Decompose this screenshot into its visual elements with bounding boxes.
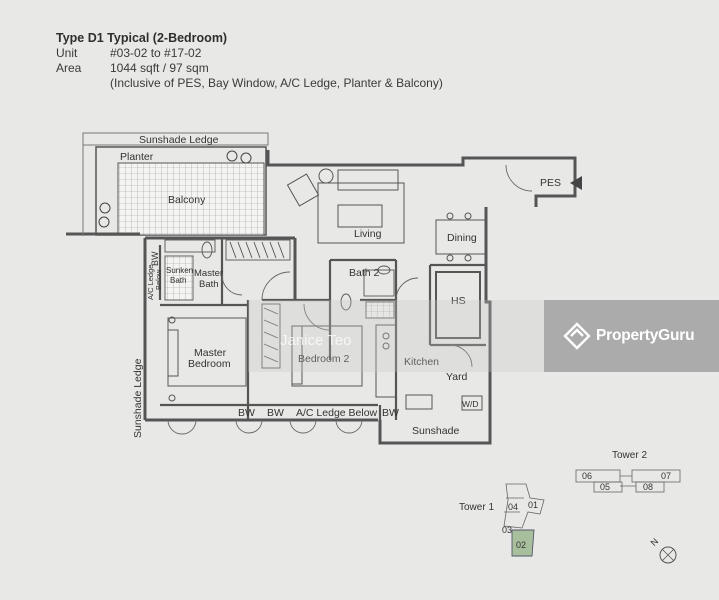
highlight-unit-02 <box>511 529 535 557</box>
label-sunshade-ledge-left: Sunshade Ledge <box>132 358 144 438</box>
label-balcony: Balcony <box>168 194 206 206</box>
label-hs: HS <box>451 295 466 307</box>
bed-icon <box>167 316 363 402</box>
label-dining: Dining <box>447 232 477 244</box>
keyplan-unit-03: 03 <box>502 525 512 535</box>
watermark-band <box>248 300 544 372</box>
label-sunken-bath: Bath <box>170 276 186 285</box>
keyplan-unit-01: 01 <box>528 500 538 510</box>
label-master-bedroom-b: Bedroom <box>188 358 231 370</box>
wardrobe-icon <box>225 239 291 369</box>
label-wd: W/D <box>462 399 479 409</box>
label-kitchen: Kitchen <box>404 356 439 368</box>
label-sunshade-ledge-top: Sunshade Ledge <box>139 134 219 146</box>
label-master-bedroom-a: Master <box>194 347 227 359</box>
label-ac-ledge-below-bottom: A/C Ledge Below <box>296 407 378 419</box>
door-swings <box>167 164 533 435</box>
label-bw1: BW <box>238 407 255 419</box>
label-ac-ledge-below: Below <box>154 269 163 290</box>
keyplan-unit-05: 05 <box>600 482 610 492</box>
bath-fixtures <box>164 239 395 319</box>
propertyguru-watermark: PropertyGuru <box>544 300 719 372</box>
label-yard: Yard <box>446 371 468 383</box>
label-bw3: BW <box>382 407 399 419</box>
entrance-arrow-icon <box>570 176 582 190</box>
watermark-agent-name: Janice Teo <box>280 332 352 349</box>
watermark-brand: PropertyGuru <box>596 327 695 344</box>
label-master-bath-b: Bath <box>199 279 219 290</box>
label-tower2: Tower 2 <box>612 450 647 461</box>
label-master-bath-a: Master <box>194 268 223 279</box>
area-note: (Inclusive of PES, Bay Window, A/C Ledge… <box>110 76 443 90</box>
label-ac-ledge: A/C Ledge <box>146 265 155 300</box>
label-bedroom2: Bedroom 2 <box>298 353 350 365</box>
compass-icon: N <box>649 536 677 564</box>
label-sunshade-bottom: Sunshade <box>412 425 459 437</box>
keyplan-unit-06: 06 <box>582 471 592 481</box>
label-living: Living <box>354 228 382 240</box>
label-bw-vertical: BW <box>150 251 160 266</box>
unit-type-title: Type D1 Typical (2-Bedroom) <box>56 31 228 45</box>
label-sunken: Sunken <box>166 266 193 275</box>
keyplan-unit-04: 04 <box>508 502 518 512</box>
unit-label: Unit <box>56 46 78 60</box>
label-bw2: BW <box>267 407 284 419</box>
plant-icon <box>98 150 252 228</box>
exterior-walls <box>143 150 577 445</box>
area-label: Area <box>56 61 82 75</box>
living-furniture <box>286 168 487 262</box>
propertyguru-logo-icon <box>563 322 591 350</box>
kitchen-fixtures <box>375 271 483 411</box>
key-plan: Tower 2 Tower 1 06 07 05 08 04 01 03 02 <box>459 450 681 557</box>
keyplan-unit-07: 07 <box>661 471 671 481</box>
label-bath2: Bath 2 <box>349 267 380 279</box>
label-tower1: Tower 1 <box>459 502 494 513</box>
room-labels: Sunshade Ledge Planter Balcony Living Di… <box>120 134 561 438</box>
area-value: 1044 sqft / 97 sqm <box>110 61 209 75</box>
compass-north-label: N <box>649 536 661 548</box>
balcony-area <box>66 132 269 236</box>
unit-value: #03-02 to #17-02 <box>110 46 202 60</box>
label-pes: PES <box>540 177 561 189</box>
keyplan-unit-08: 08 <box>643 482 653 492</box>
keyplan-unit-02: 02 <box>516 540 526 550</box>
label-planter: Planter <box>120 151 154 163</box>
interior-walls <box>158 238 486 420</box>
